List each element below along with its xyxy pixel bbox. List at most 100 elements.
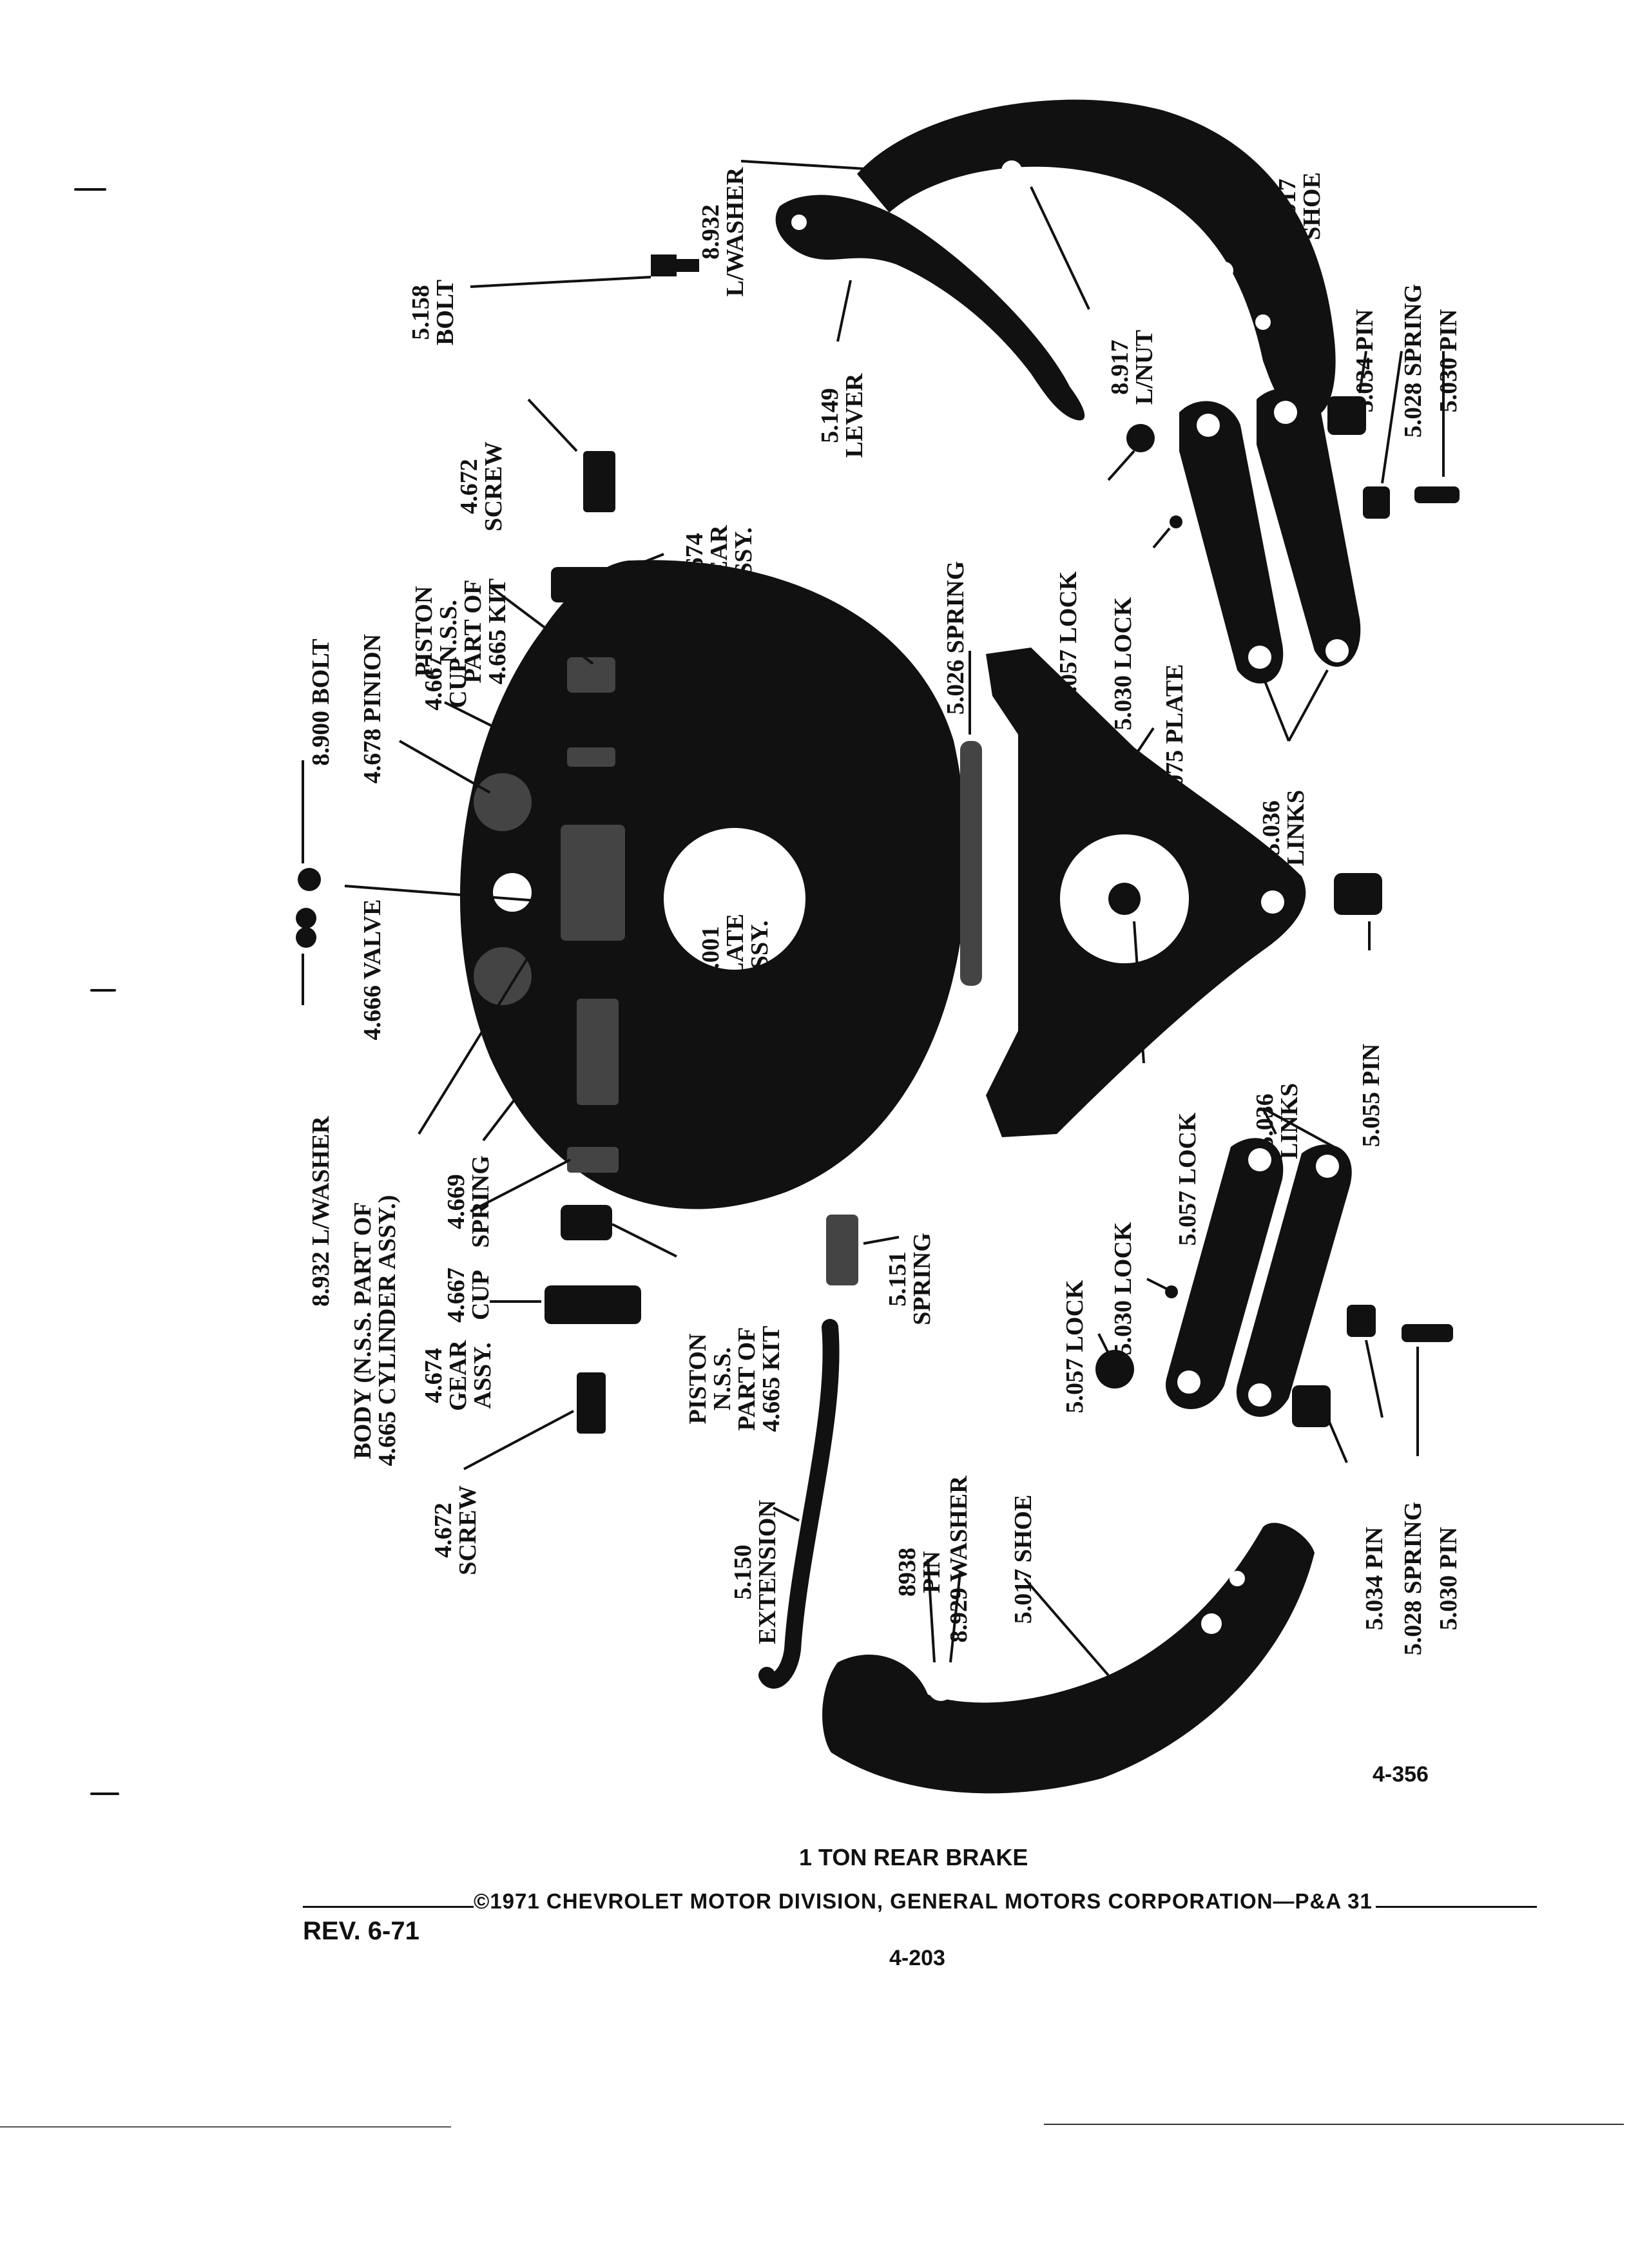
callout-c17: 4.667CUP xyxy=(420,655,472,711)
callout-line: SCREW xyxy=(454,1485,481,1575)
callout-line: 4.672 xyxy=(430,1503,457,1558)
links-lower-b xyxy=(1236,1144,1352,1417)
callout-line: BOLT xyxy=(432,280,459,345)
pinion-lower xyxy=(474,947,532,1005)
callout-c24: 5.055 PIN xyxy=(1358,1044,1385,1147)
washer-8-932-b xyxy=(296,927,316,948)
figure-number: 4-356 xyxy=(1373,1762,1429,1787)
pinion-upper xyxy=(474,773,532,831)
callout-line: BODY (N.S.S. PART OF xyxy=(349,1202,376,1459)
callout-line: SPRING xyxy=(909,1233,936,1325)
callout-line: 4.672 xyxy=(456,459,483,514)
callout-line: 5.036 xyxy=(1251,1093,1278,1149)
callout-c33: 4.674GEARASSY. xyxy=(420,1340,496,1411)
lock-5-057-lower xyxy=(1095,1350,1134,1389)
cup-lower xyxy=(567,1147,619,1173)
callout-c39: 5.034 PIN xyxy=(1361,1527,1388,1630)
scan-line-left xyxy=(0,2126,451,2128)
pin-5-034-upper xyxy=(1327,396,1366,435)
callout-line: PIN xyxy=(918,1551,945,1593)
callout-line: 5.017 SHOE xyxy=(1010,1495,1037,1624)
callout-line: 4.667 xyxy=(420,655,447,711)
gear-assy-upper xyxy=(551,567,644,602)
callout-c3: 5.158BOLT xyxy=(407,280,459,345)
callout-c15: 5.075 PLATE xyxy=(1161,664,1188,805)
callout-line: 4.667 xyxy=(443,1267,470,1323)
callout-c29: PISTONN.S.S.PART OF4.665 KIT xyxy=(684,1326,785,1432)
callout-line: 5.030 PIN xyxy=(1435,309,1462,412)
callout-line: 5.036 xyxy=(1258,800,1285,856)
callout-line: 8.929 WASHER xyxy=(945,1475,972,1643)
callout-c14: 5.030 LOCK xyxy=(1110,597,1137,730)
callout-c2: 5.017SHOE xyxy=(1274,172,1325,240)
extension-5-150 xyxy=(758,1319,840,1689)
links-upper-a xyxy=(1179,401,1284,684)
callout-c13: 5.057 LOCK xyxy=(1055,571,1082,704)
callout-c22: 8.932 L/WASHER xyxy=(307,1116,334,1307)
callout-line: 5.149 xyxy=(816,388,843,443)
callout-line: 5.034 PIN xyxy=(1351,309,1378,412)
callout-line: CUP xyxy=(467,1270,494,1320)
callout-line: 5.028 SPRING xyxy=(1400,284,1427,438)
spring-5-028-upper xyxy=(1363,486,1390,519)
callout-line: PISTON xyxy=(684,1334,711,1425)
callout-line: 5.017 xyxy=(1274,178,1301,234)
revision-label: REV. 6-71 xyxy=(303,1917,419,1945)
callout-c9: 4.672SCREW xyxy=(456,441,507,531)
callout-line: 5.026 SPRING xyxy=(942,561,969,715)
screw-4-672-upper xyxy=(583,451,615,512)
callout-c12: 5.026 SPRING xyxy=(942,561,969,715)
callout-line: 8.917 xyxy=(1106,340,1133,395)
callout-line: 5.057 LOCK xyxy=(1061,1280,1088,1413)
return-spring-5-026 xyxy=(960,741,982,986)
figure-title: 1 TON REAR BRAKE xyxy=(799,1844,1028,1870)
spring-5-028-lower xyxy=(1347,1305,1376,1337)
callout-line: 5.030 LOCK xyxy=(1110,597,1137,730)
callout-c10: PISTONN.S.S.PART OF4.665 KIT xyxy=(410,579,511,685)
callout-c4: 8.917L/NUT xyxy=(1106,330,1158,405)
callout-c30: 5.151SPRING xyxy=(884,1233,936,1325)
pin-5-030-upper xyxy=(1414,486,1460,503)
callout-line: LEVER xyxy=(841,373,868,457)
callout-c5: 5.149LEVER xyxy=(816,373,868,457)
callout-line: 4.666 VALVE xyxy=(359,899,386,1041)
piston-lower xyxy=(561,1205,612,1240)
callout-line: 5.028 SPRING xyxy=(1400,1502,1427,1656)
margin-mark-top xyxy=(74,188,106,191)
pin-5-030-lower xyxy=(1402,1324,1453,1342)
copyright-line: ©1971 CHEVROLET MOTOR DIVISION, GENERAL … xyxy=(474,1889,1373,1913)
spring-5-151 xyxy=(826,1215,858,1285)
callout-line: GEAR xyxy=(706,525,733,596)
callout-line: 8.932 xyxy=(697,204,724,260)
callout-c37: 8.929 WASHER xyxy=(945,1475,972,1643)
callout-line: ASSY. xyxy=(469,1342,496,1408)
lock-5-057-upper xyxy=(1126,424,1155,452)
margin-mark-bottom xyxy=(90,1792,119,1795)
callout-line: 8938 xyxy=(894,1548,921,1597)
scan-line-right xyxy=(1044,2124,1624,2125)
leader-lines xyxy=(302,140,1445,1677)
callout-line: 8.900 BOLT xyxy=(307,639,334,765)
callout-line: 5.150 xyxy=(729,1544,757,1600)
pin-5-034-lower xyxy=(1292,1385,1331,1427)
callout-c6: 5.034 PIN xyxy=(1351,309,1378,412)
callout-line: PART OF xyxy=(459,580,487,684)
callout-line: PART OF xyxy=(733,1327,760,1431)
callout-line: 5.057 LOCK xyxy=(1055,571,1082,704)
callout-line: ASSY. xyxy=(746,920,773,986)
callout-c8: 5.030 PIN xyxy=(1435,309,1462,412)
bolt-8-900 xyxy=(298,868,321,891)
margin-mark-middle xyxy=(90,989,116,992)
rule-left xyxy=(303,1906,474,1908)
callout-line: 5.057 LOCK xyxy=(1174,1112,1201,1245)
callout-line: L/NUT xyxy=(1131,330,1158,405)
callout-c20: 5.001PLATEASSY. xyxy=(697,914,773,994)
callout-c21: 4.666 VALVE xyxy=(359,899,386,1041)
callout-c11: 4.674GEARASSY. xyxy=(681,525,757,596)
callout-line: 5.034 PIN xyxy=(1361,1527,1388,1630)
callout-c7: 5.028 SPRING xyxy=(1400,284,1427,438)
callout-c16: 5.036LINKS xyxy=(1258,790,1309,866)
callout-line: 5.151 xyxy=(884,1251,911,1307)
callout-c18: 4.678 PINION xyxy=(359,634,386,783)
